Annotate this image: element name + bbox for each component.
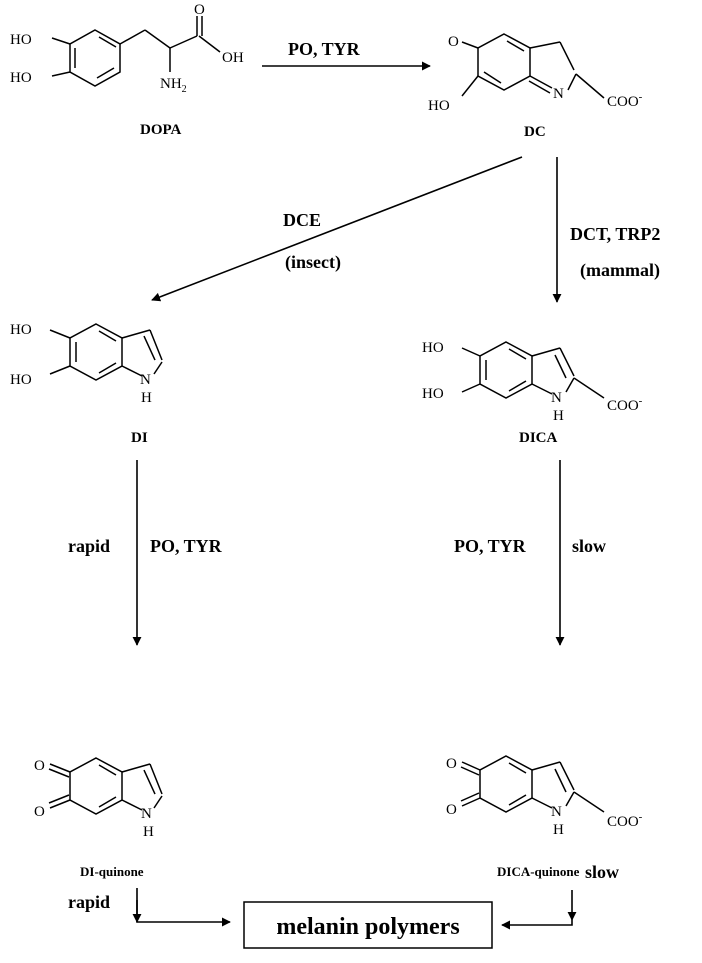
dica-quinone-coo: COO- bbox=[607, 811, 643, 830]
dc-n: N bbox=[553, 86, 564, 102]
melanin-polymers-box bbox=[243, 901, 493, 949]
dica-h: H bbox=[553, 408, 564, 424]
di-ho-bottom: HO bbox=[10, 372, 32, 388]
di-quinone-o-bottom: O bbox=[34, 804, 45, 820]
dc-o: O bbox=[448, 34, 459, 50]
dc-coo: COO- bbox=[607, 91, 643, 110]
dc-bonds bbox=[461, 33, 605, 99]
di-ho-top: HO bbox=[10, 322, 32, 338]
dopa-bonds bbox=[51, 16, 221, 87]
dc-ho: HO bbox=[428, 98, 450, 114]
label-rapid-bottom: rapid bbox=[68, 892, 110, 912]
dopa-structure: HO HO O OH NH2 DOPA bbox=[10, 2, 244, 138]
dc-name: DC bbox=[524, 124, 546, 140]
di-bonds bbox=[49, 323, 163, 381]
di-quinone-structure: O O N H DI-quinone bbox=[34, 757, 163, 879]
label-insect: (insect) bbox=[285, 252, 341, 273]
di-structure: HO HO N H DI bbox=[10, 322, 163, 446]
di-name: DI bbox=[131, 430, 148, 446]
dica-n: N bbox=[551, 390, 562, 406]
di-quinone-bonds bbox=[48, 757, 163, 815]
di-quinone-h: H bbox=[143, 824, 154, 840]
label-dce: DCE bbox=[283, 210, 321, 230]
label-rapid-left: rapid bbox=[68, 536, 110, 556]
dica-ho-top: HO bbox=[422, 340, 444, 356]
dopa-nh2: NH2 bbox=[160, 76, 187, 95]
label-slow-right: slow bbox=[572, 536, 606, 556]
dica-coo: COO- bbox=[607, 395, 643, 414]
di-n: N bbox=[140, 372, 151, 388]
dica-bonds bbox=[461, 341, 605, 399]
arrow-di-quinone-stem bbox=[136, 888, 152, 923]
dopa-ho-top: HO bbox=[10, 32, 32, 48]
label-dct-trp2: DCT, TRP2 bbox=[570, 224, 660, 244]
dica-quinone-o-bottom: O bbox=[446, 802, 457, 818]
dica-quinone-structure: O O N H COO- DICA-quinone bbox=[446, 755, 643, 879]
label-po-tyr-right: PO, TYR bbox=[454, 536, 527, 556]
dica-quinone-o-top: O bbox=[446, 756, 457, 772]
arrow-dc-to-di bbox=[151, 156, 523, 302]
di-quinone-n: N bbox=[141, 806, 152, 822]
dica-ho-bottom: HO bbox=[422, 386, 444, 402]
dica-structure: HO HO N H COO- DICA bbox=[422, 340, 643, 446]
dopa-name: DOPA bbox=[140, 122, 182, 138]
dopa-carbonyl-o: O bbox=[194, 2, 205, 18]
di-quinone-o-top: O bbox=[34, 758, 45, 774]
dica-quinone-h: H bbox=[553, 822, 564, 838]
dica-quinone-n: N bbox=[551, 804, 562, 820]
arrow-dica-quinone-stem bbox=[560, 920, 573, 926]
dica-name: DICA bbox=[519, 430, 558, 446]
di-h: H bbox=[141, 390, 152, 406]
label-po-tyr-left: PO, TYR bbox=[150, 536, 223, 556]
dica-quinone-name: DICA-quinone bbox=[497, 864, 580, 879]
label-po-tyr-top: PO, TYR bbox=[288, 39, 361, 59]
dopa-ho-bottom: HO bbox=[10, 70, 32, 86]
dopa-oh: OH bbox=[222, 50, 244, 66]
dica-quinone-bonds bbox=[460, 755, 605, 813]
label-mammal: (mammal) bbox=[580, 260, 660, 281]
label-slow-bottom: slow bbox=[585, 862, 619, 882]
di-quinone-name: DI-quinone bbox=[80, 864, 144, 879]
dc-structure: O HO N COO- DC bbox=[428, 33, 643, 140]
melanin-polymers-label: melanin polymers bbox=[276, 914, 459, 940]
